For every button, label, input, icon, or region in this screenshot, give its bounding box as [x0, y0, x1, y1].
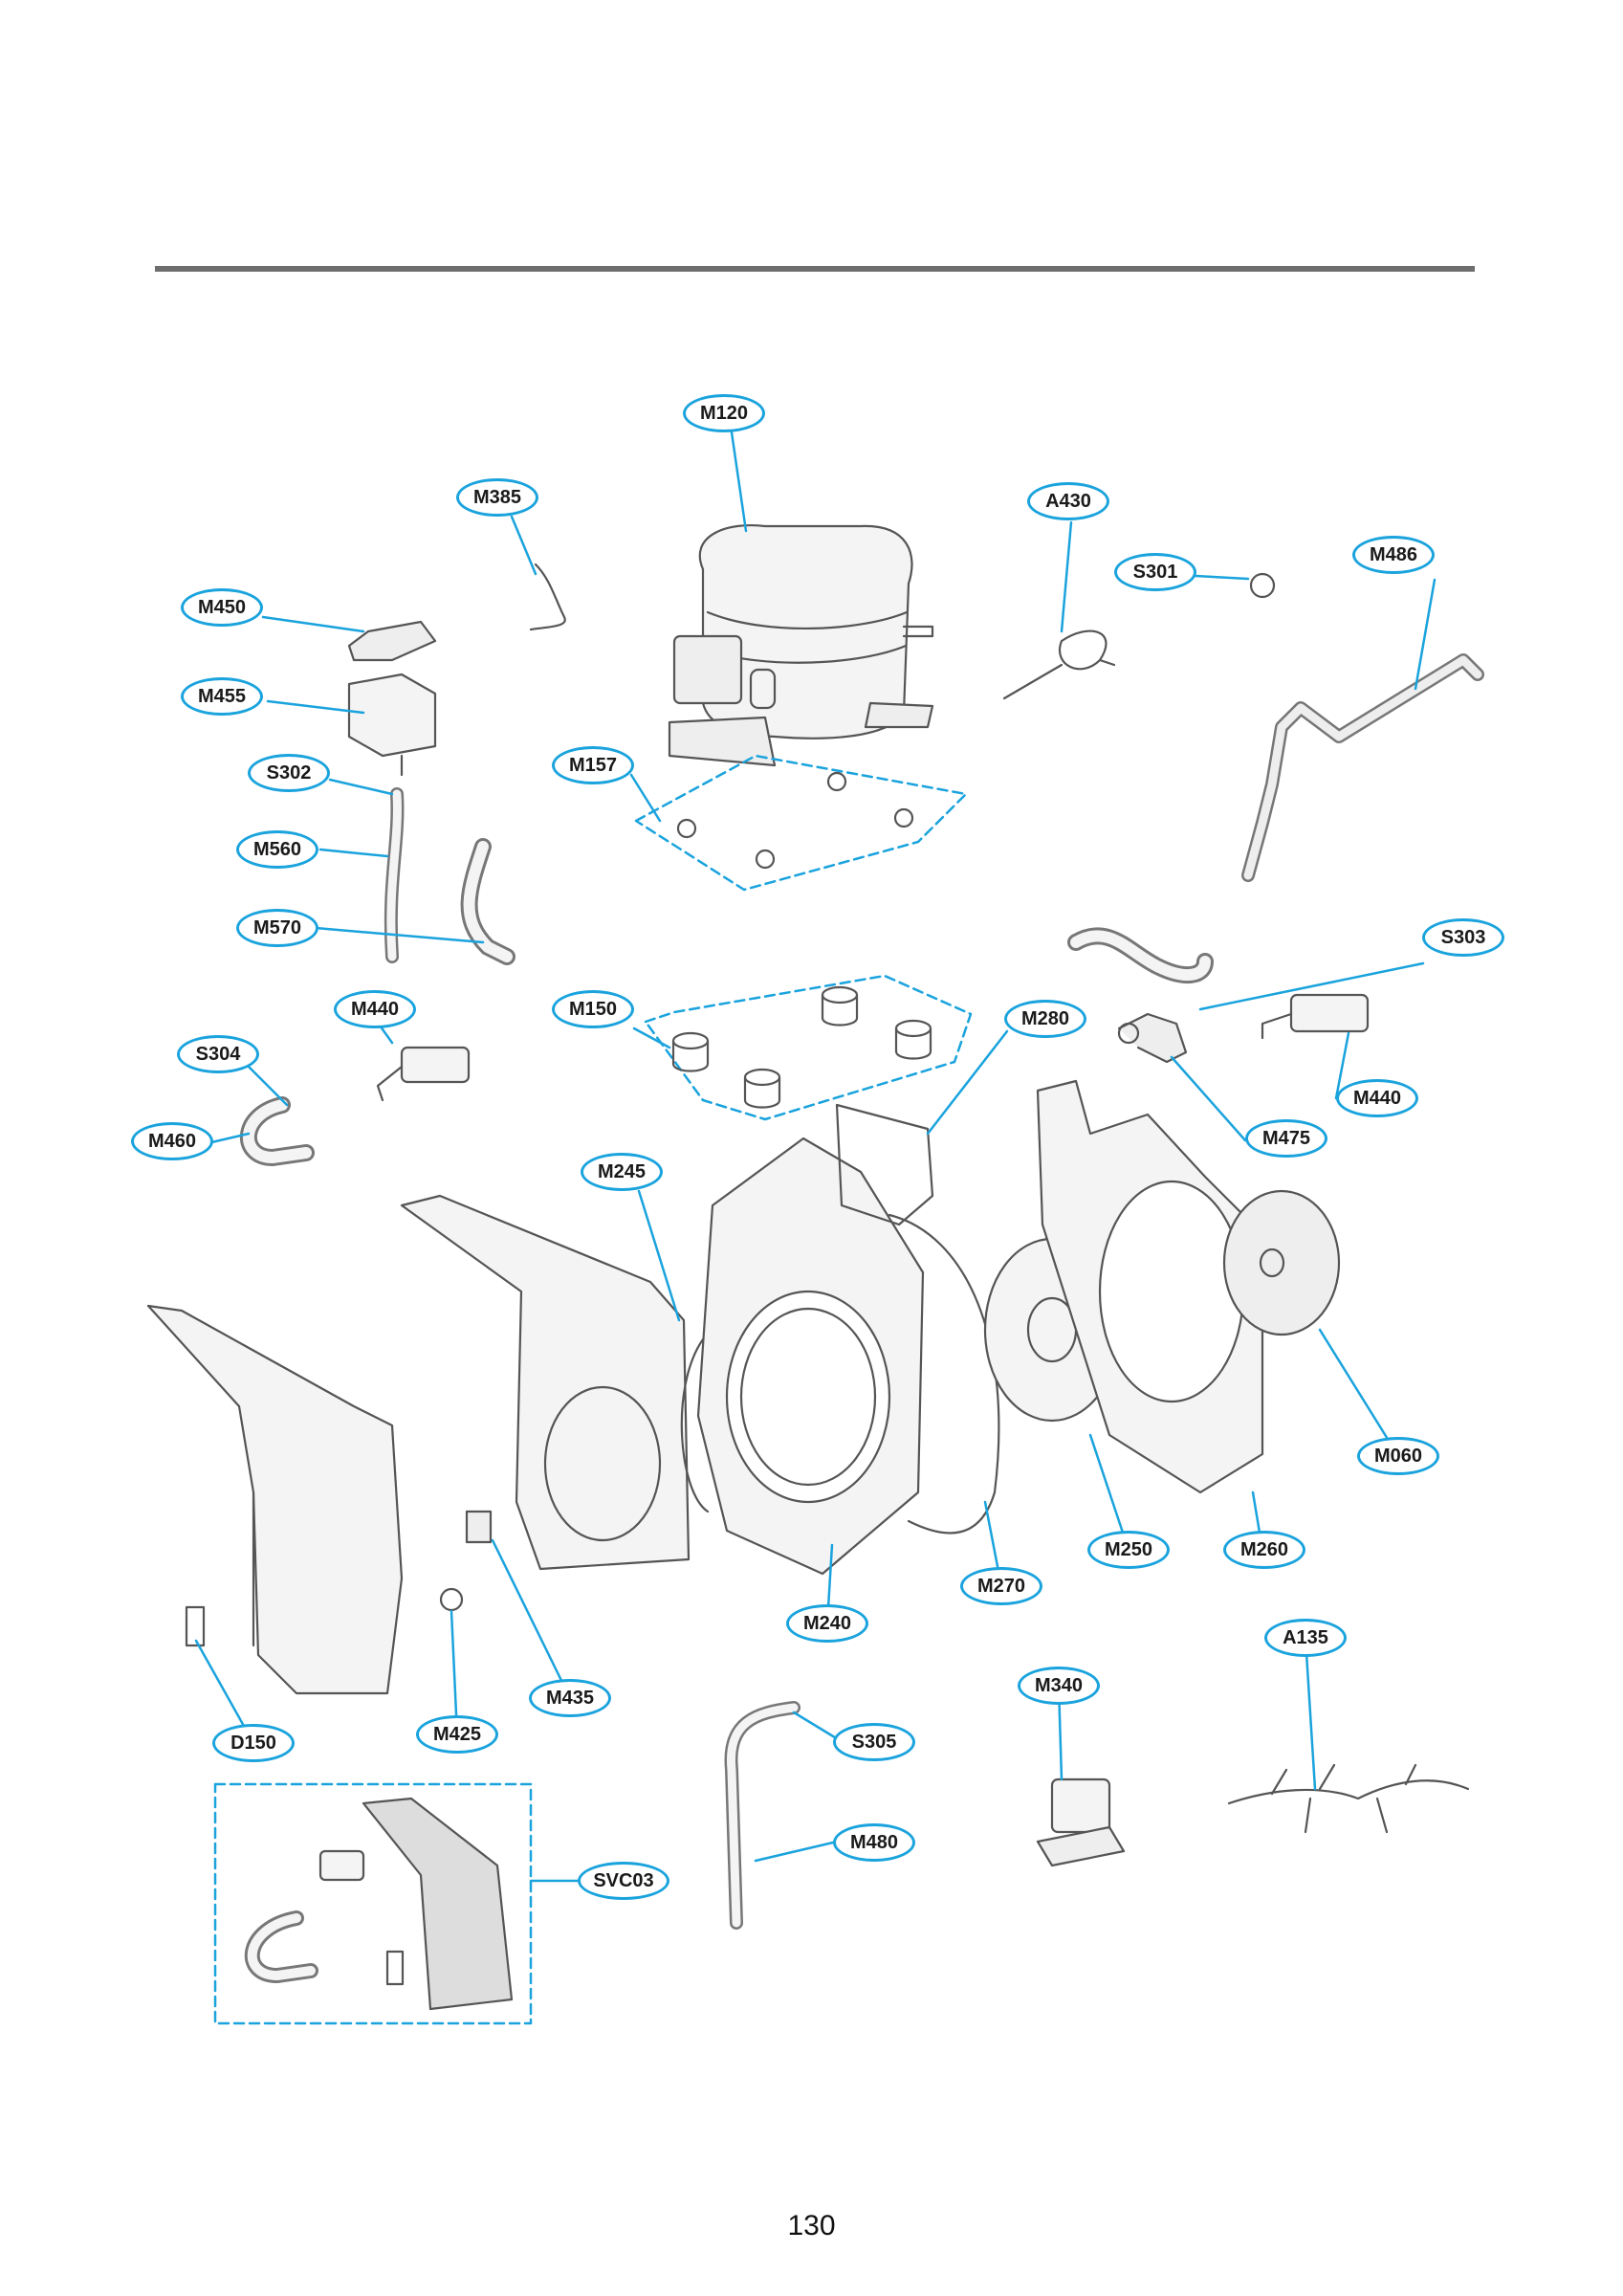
sensor-wire — [529, 563, 566, 631]
service-kit-parts — [244, 1797, 514, 2011]
header-rule — [155, 266, 1475, 272]
callout-m150: M150 — [552, 990, 634, 1028]
hose-m480 — [724, 1701, 801, 1930]
callout-m460: M460 — [131, 1122, 213, 1160]
callout-m480: M480 — [833, 1823, 915, 1862]
callout-m450: M450 — [181, 588, 263, 627]
pump-right — [1261, 993, 1370, 1040]
callout-d150: D150 — [212, 1724, 295, 1762]
sensor-bracket — [347, 673, 437, 758]
callout-m245: M245 — [581, 1153, 663, 1191]
hose-clamp-s301 — [1249, 572, 1276, 599]
callout-m250: M250 — [1087, 1531, 1170, 1569]
callout-m435: M435 — [529, 1679, 611, 1717]
power-cable — [1002, 629, 1116, 700]
callout-m560: M560 — [236, 830, 318, 869]
callout-m455: M455 — [181, 677, 263, 716]
fan-motor — [1222, 1189, 1341, 1336]
damper-feet — [676, 771, 914, 870]
callout-s305: S305 — [833, 1723, 915, 1761]
mount-group-outline — [644, 974, 973, 1121]
callout-m260: M260 — [1223, 1531, 1305, 1569]
callout-a135: A135 — [1264, 1619, 1347, 1657]
service-kit-outline — [213, 1782, 533, 2025]
callout-m240: M240 — [786, 1604, 868, 1643]
gasket-m270 — [888, 1213, 1000, 1534]
callout-s302: S302 — [248, 754, 330, 792]
callout-s301: S301 — [1114, 553, 1196, 591]
callout-m340: M340 — [1018, 1667, 1100, 1705]
callout-m486: M486 — [1352, 536, 1435, 574]
callout-m425: M425 — [416, 1715, 498, 1754]
callout-m270: M270 — [960, 1567, 1042, 1605]
callout-a430: A430 — [1027, 482, 1109, 520]
callout-m060: M060 — [1357, 1437, 1439, 1475]
callout-m570: M570 — [236, 909, 318, 947]
callout-m280: M280 — [1004, 1000, 1086, 1038]
drain-pipe — [1241, 653, 1484, 882]
damper-group-outline — [634, 754, 968, 892]
duct-panel — [400, 1194, 691, 1571]
condenser-cover — [146, 1304, 404, 1695]
gasket-m280 — [835, 1103, 934, 1226]
callout-m157: M157 — [552, 746, 634, 784]
compressor — [668, 524, 934, 767]
float-switch — [347, 620, 437, 662]
callout-m440: M440 — [1336, 1079, 1418, 1117]
page-number: 130 — [787, 2210, 836, 2241]
water-valve — [1036, 1777, 1126, 1867]
hose-fitting — [1117, 1012, 1188, 1064]
callout-m120: M120 — [683, 394, 765, 432]
pump-left — [376, 1046, 471, 1102]
plug-m425 — [439, 1587, 464, 1612]
callout-svc03: SVC03 — [578, 1862, 669, 1900]
rubber-mounts — [671, 985, 932, 1109]
callout-m385: M385 — [456, 478, 538, 517]
switch-m435 — [465, 1510, 493, 1544]
wire-harness — [1227, 1763, 1470, 1834]
callout-s303: S303 — [1422, 918, 1504, 957]
callout-m475: M475 — [1245, 1119, 1327, 1158]
callout-m440: M440 — [334, 990, 416, 1028]
callout-s304: S304 — [177, 1035, 259, 1073]
